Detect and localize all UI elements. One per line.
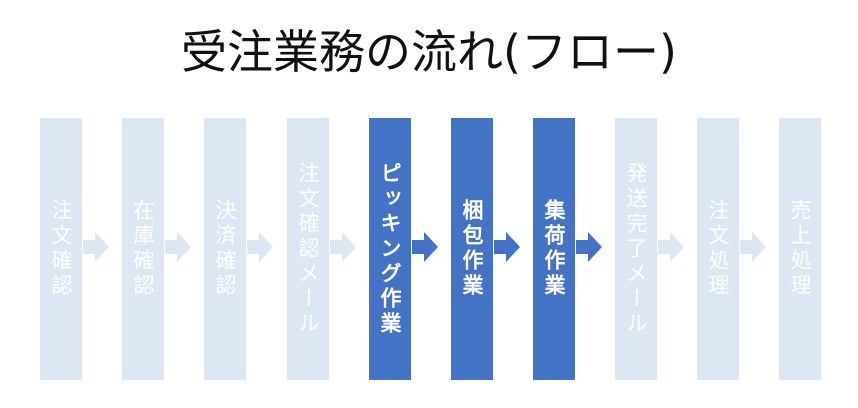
step-2-label: 在庫確認 — [131, 199, 155, 299]
arrow-right-icon — [83, 232, 109, 262]
arrow-right-icon — [494, 232, 520, 262]
step-7-label: 集荷作業 — [542, 199, 566, 299]
step-4: 注文確認メール — [287, 118, 329, 380]
arrow-right-icon — [658, 232, 684, 262]
step-8: 発送完了メール — [615, 118, 657, 380]
step-8-label: 発送完了メール — [624, 161, 648, 337]
step-3: 決済確認 — [204, 118, 246, 380]
arrow-right-icon — [247, 232, 273, 262]
arrow-right-icon — [165, 232, 191, 262]
step-7: 集荷作業 — [533, 118, 575, 380]
step-3-label: 決済確認 — [213, 199, 237, 299]
step-9-label: 注文処理 — [706, 199, 730, 299]
step-4-label: 注文確認メール — [296, 161, 320, 337]
step-6: 梱包作業 — [451, 118, 493, 380]
step-1-label: 注文確認 — [49, 199, 73, 299]
arrow-right-icon — [412, 232, 438, 262]
step-2: 在庫確認 — [122, 118, 164, 380]
step-10-label: 売上処理 — [788, 199, 812, 299]
step-1: 注文確認 — [40, 118, 82, 380]
arrow-right-icon — [576, 232, 602, 262]
page-title: 受注業務の流れ(フロー) — [181, 25, 677, 79]
step-5-label: ピッキング作業 — [378, 161, 402, 337]
step-9: 注文処理 — [697, 118, 739, 380]
step-5: ピッキング作業 — [369, 118, 411, 380]
arrow-right-icon — [740, 232, 766, 262]
arrow-right-icon — [330, 232, 356, 262]
step-6-label: 梱包作業 — [460, 199, 484, 299]
step-10: 売上処理 — [779, 118, 821, 380]
